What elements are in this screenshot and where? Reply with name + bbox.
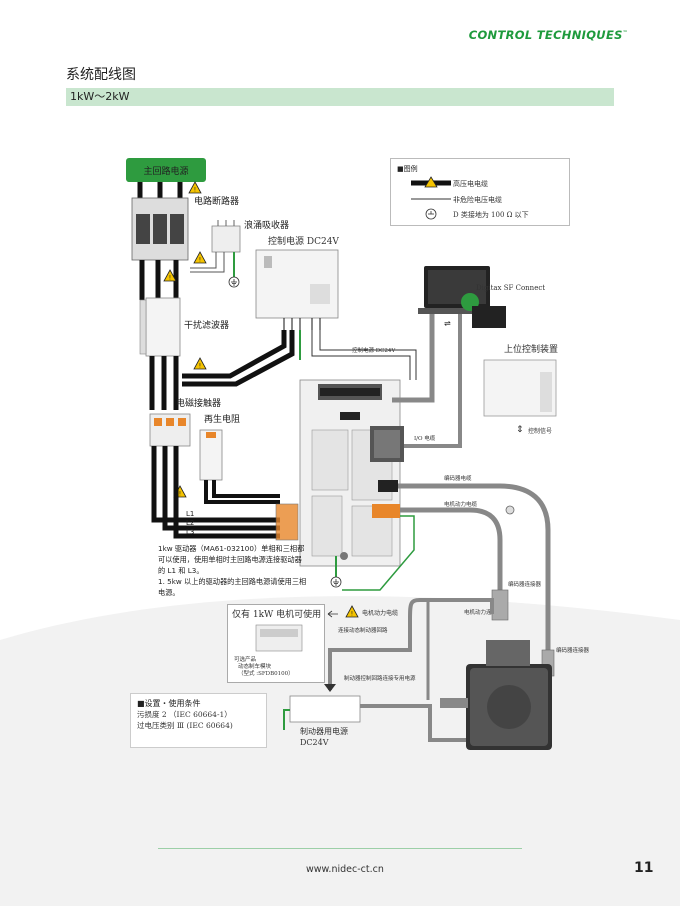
option-model: （型式 :SFDB0100） xyxy=(238,669,294,677)
wiring-note: 1kw 驱动器（MA61-032100）单相和三相都可以使用，使用单相时主回路电… xyxy=(158,543,308,598)
conditions-title: ■设置・使用条件 xyxy=(137,699,201,708)
servo-motor xyxy=(440,640,552,750)
io-cable-label: I/O 电缆 xyxy=(414,434,436,442)
filter-label: 干扰滤波器 xyxy=(184,319,229,331)
brake-control-label: 制动器控制回路连接专用电源 xyxy=(344,674,416,682)
warning-icon xyxy=(188,181,202,194)
control-signal-label: 控制信号 xyxy=(528,427,552,435)
circuit-breaker xyxy=(131,197,189,261)
option-sub: 动态制车模块 xyxy=(238,662,272,670)
motor-cable-label-2: 电机动力电缆 xyxy=(362,609,398,617)
host-controller xyxy=(483,359,557,417)
connect-label: Digitax SF Connect xyxy=(476,284,545,292)
conditions-box: ■设置・使用条件 污损度 2 （IEC 60664-1） 过电压类别 Ⅲ (IE… xyxy=(130,693,267,748)
enc-connector-label-2: 编码器连接器 xyxy=(556,646,590,654)
main-power-label: 主回路电源 xyxy=(143,165,188,177)
footer-url[interactable]: www.nidec-ct.cn xyxy=(306,864,384,875)
encoder-cable-label: 编码器电缆 xyxy=(444,474,472,482)
legend-item: 非危险电压电缆 xyxy=(453,195,502,204)
conditions-line-1: 污损度 2 （IEC 60664-1） xyxy=(137,710,232,719)
usb-icon: ⇌ xyxy=(444,319,451,328)
cp-cable-label: 控制电源 DC24V xyxy=(352,346,396,354)
servo-drive xyxy=(299,379,401,567)
warning-icon xyxy=(345,605,359,618)
warning-icon xyxy=(424,176,438,188)
legend-item: 高压电电缆 xyxy=(453,179,488,188)
io-connector xyxy=(370,426,404,462)
surge-label: 浪涌吸收器 xyxy=(244,219,289,231)
motor-cable-label: 电机动力电缆 xyxy=(444,500,478,508)
section-bar: 1kW～2kW xyxy=(66,88,614,106)
encoder-plug xyxy=(378,480,398,492)
surge-absorber xyxy=(211,220,241,253)
legend-box: ■图例 高压电电缆 非危险电压电缆 D 类接地为 100 Ω 以下 xyxy=(390,158,570,226)
motor-power-plug xyxy=(372,504,400,518)
motor-connector-label: 电机动力连接器 xyxy=(464,608,503,616)
brake-circuit-label: 连接动态制动器回路 xyxy=(338,626,388,634)
conditions-line-2: 过电压类别 Ⅲ (IEC 60664) xyxy=(137,721,233,730)
page-title: 系统配线图 xyxy=(66,67,136,83)
terminal-l1: L1 xyxy=(186,510,194,518)
page-number: 11 xyxy=(634,860,654,876)
only-1kw-label: 仅有 1kW 电机可使用 xyxy=(232,608,321,620)
footer-divider xyxy=(158,848,522,849)
warning-icon xyxy=(193,357,207,370)
terminal-l2: L2 xyxy=(186,519,194,527)
terminal-l3: L3 xyxy=(186,528,194,536)
magnetic-contactor xyxy=(149,413,191,447)
host-label: 上位控制装置 xyxy=(504,343,558,355)
brake-module xyxy=(255,624,303,652)
warning-icon xyxy=(193,251,207,264)
enc-connector-label: 编码器连接器 xyxy=(508,580,542,588)
ground-icon xyxy=(330,576,342,588)
brand-logo: CONTROL TECHNIQUES™ xyxy=(468,28,628,42)
legend-item: D 类接地为 100 Ω 以下 xyxy=(453,210,529,219)
ground-icon xyxy=(228,276,240,288)
regen-resistor xyxy=(199,429,223,481)
note-line-1: 1kw 驱动器（MA61-032100）单相和三相都可以使用，使用单相时主回路电… xyxy=(158,544,305,575)
option-text: 可选产品 xyxy=(234,655,257,663)
regen-label: 再生电阻 xyxy=(204,413,240,425)
emi-filter xyxy=(139,297,181,357)
contactor-label: 电磁接触器 xyxy=(176,397,221,409)
connect-box-icon xyxy=(472,306,506,328)
brake-power-label: 制动器用电源 xyxy=(300,726,348,736)
brake-power-v: DC24V xyxy=(300,738,329,747)
control-power-supply xyxy=(255,249,339,319)
control-power-label: 控制电源 DC24V xyxy=(268,235,339,247)
note-line-2: 1. 5kw 以上的驱动器的主回路电源请使用三相电源。 xyxy=(158,577,307,597)
only-1kw-box: 仅有 1kW 电机可使用 可选产品 动态制车模块 （型式 :SFDB0100） xyxy=(227,604,325,683)
brake-power-box xyxy=(289,695,361,723)
main-power-box xyxy=(126,158,206,182)
legend-title: ■图例 xyxy=(397,164,418,173)
updown-arrow-icon: ⇕ xyxy=(516,425,524,435)
breaker-label: 电路断路器 xyxy=(194,195,239,207)
